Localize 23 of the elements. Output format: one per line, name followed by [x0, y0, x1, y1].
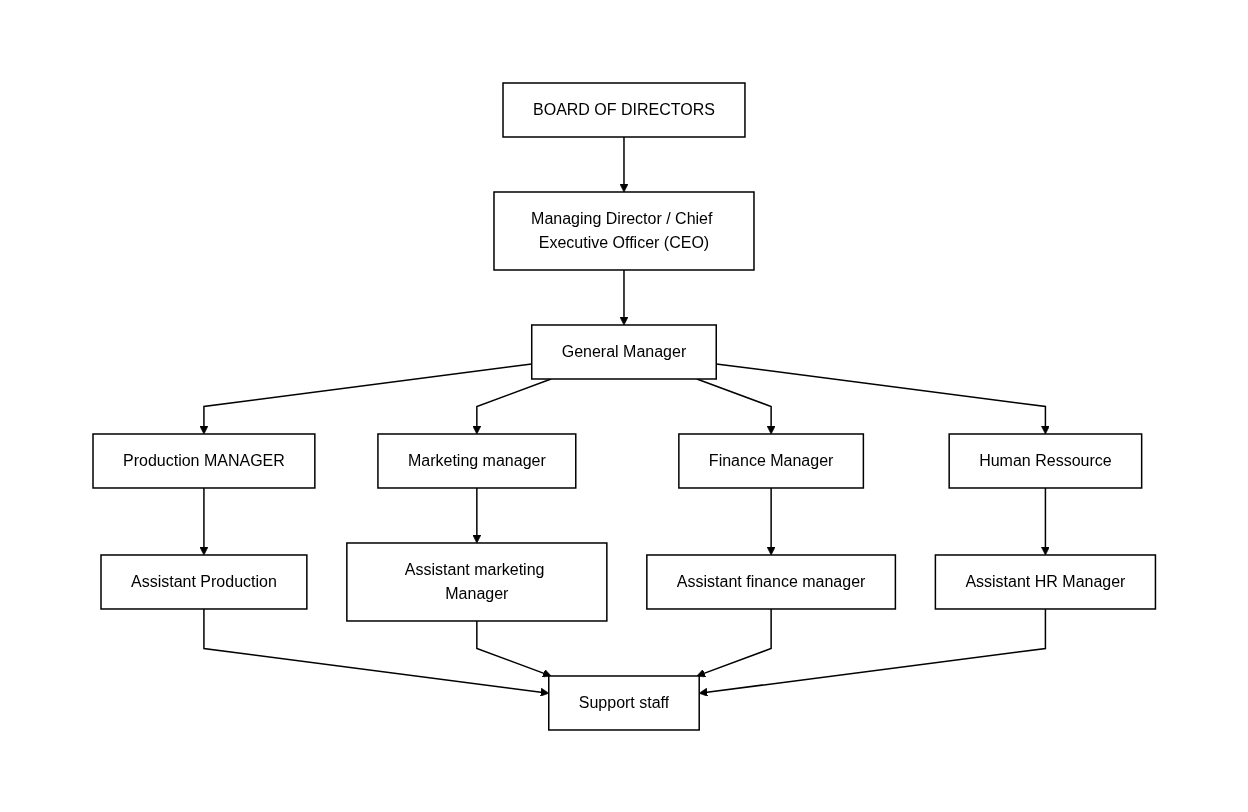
node-box: Assistant marketing Manager — [345, 541, 608, 622]
arrow — [696, 607, 772, 677]
arrow — [698, 607, 1046, 697]
node-box: Managing Director / Chief Executive Officer (CEO) — [493, 190, 755, 271]
arrow — [619, 135, 629, 192]
arrow — [202, 607, 549, 697]
node-box: Human Ressource — [948, 432, 1143, 489]
arrow — [619, 268, 629, 325]
node-box: Assistant HR Manager — [934, 553, 1156, 610]
node-box: Production MANAGER — [92, 432, 316, 489]
arrow — [199, 486, 209, 555]
node-box: Assistant Production — [100, 553, 308, 610]
node-box: Finance Manager — [677, 432, 864, 489]
arrow — [472, 377, 552, 434]
node-box: General Manager — [530, 323, 717, 380]
arrow — [475, 619, 552, 677]
arrow — [1040, 486, 1050, 555]
node-box: Assistant finance manager — [645, 553, 896, 610]
arrow — [766, 486, 776, 555]
arrow — [472, 486, 481, 543]
node-box: Marketing manager — [376, 432, 577, 489]
node-box: Support staff — [547, 674, 700, 731]
node-box: BOARD OF DIRECTORS — [502, 81, 746, 138]
